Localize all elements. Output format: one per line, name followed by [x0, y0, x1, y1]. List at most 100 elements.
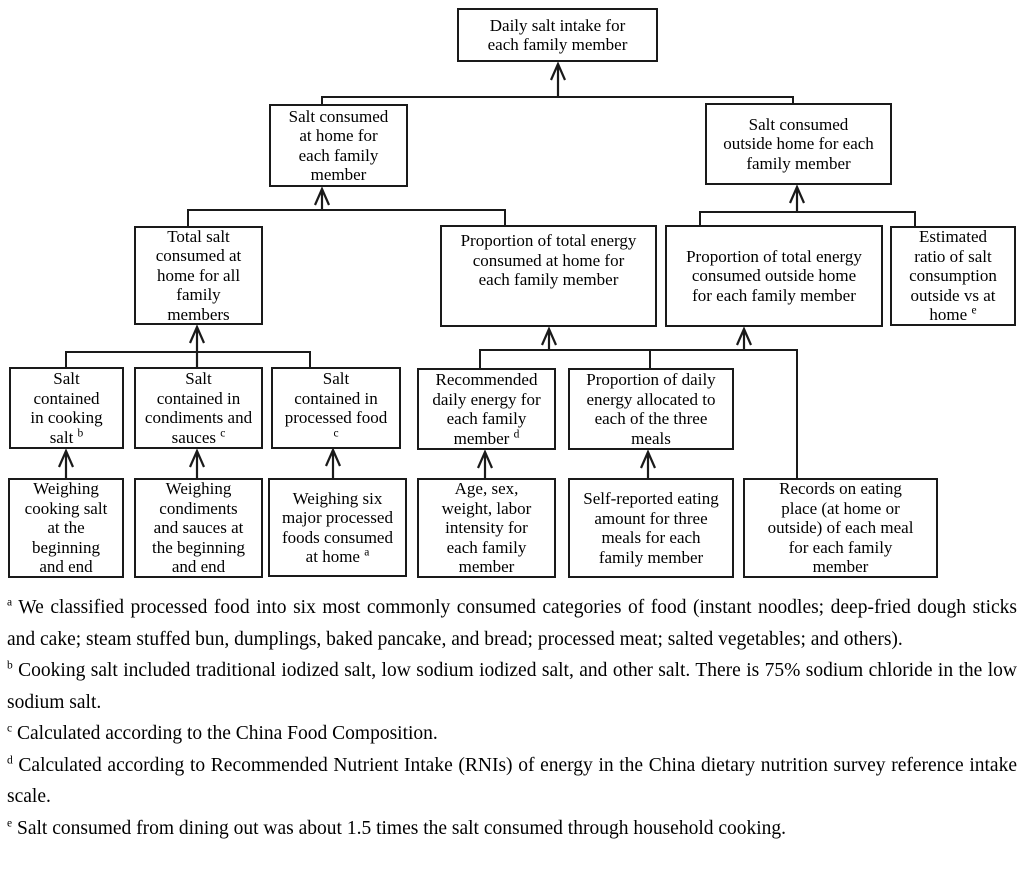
node-text-line: family member — [746, 153, 851, 173]
rail-level2-left — [187, 209, 506, 226]
footnote-d: d Calculated according to Recommended Nu… — [7, 750, 1017, 813]
node-text-line: processed food — [284, 408, 388, 427]
footnote-a-marker: a — [7, 596, 13, 609]
node-text-line: daily energy for — [432, 389, 541, 409]
node-text-line: Salt consumed — [288, 106, 389, 126]
node-text-line: contained in — [156, 388, 241, 408]
node-text-line: Proportion of total energy — [460, 231, 637, 250]
node-text-line: sauces c — [171, 426, 226, 447]
node-text-line: family member — [598, 547, 704, 567]
node-text-line: in cooking — [30, 408, 103, 427]
node-text-line: major processed — [282, 508, 393, 527]
node-text-line: Age, sex, — [454, 479, 519, 499]
node-text-line: and end — [171, 557, 226, 577]
node-text-line: ratio of salt — [914, 246, 992, 266]
arrow-to-outside-salt — [788, 184, 806, 212]
arrow-to-energy-home — [540, 326, 558, 350]
node-text-line: Salt — [322, 369, 350, 388]
node-text-line: the beginning — [151, 537, 245, 557]
arrow-to-three-meals — [639, 449, 657, 478]
node-text-line: Weighing — [33, 479, 99, 499]
arrow-to-processed-food — [324, 447, 342, 478]
node-text-line: Salt — [53, 369, 80, 388]
node-text-line: amount for three — [594, 508, 708, 528]
node-text-line: Proportion of daily — [586, 370, 716, 389]
node-text-line: place (at home or — [781, 498, 900, 518]
footnote-a-text: We classified processed food into six mo… — [7, 597, 1017, 650]
footnote-b-marker: b — [7, 659, 13, 672]
node-text-line: at home for — [299, 126, 378, 145]
node-text-line: weight, labor — [441, 498, 532, 518]
node-text-line: Self-reported eating — [583, 489, 719, 508]
node-text-line: contained — [33, 388, 100, 408]
footnote-e: e Salt consumed from dining out was abou… — [7, 813, 1017, 845]
footnote-c: c Calculated according to the China Food… — [7, 718, 1017, 750]
node-text-line: contained in — [294, 388, 378, 408]
node-text-line: for each family — [788, 537, 893, 557]
node-text-line: for each family member — [692, 285, 856, 305]
footnote-e-marker: e — [7, 817, 13, 829]
node-text-line: Estimated — [919, 227, 987, 247]
node-text-line: condiments and — [144, 408, 253, 427]
footnote-d-marker: d — [7, 754, 13, 766]
node-text-line: consumption — [909, 266, 997, 286]
node-text-line: Proportion of total energy — [686, 246, 862, 266]
node-text-line: member d — [453, 427, 520, 448]
node-text-line: foods consumed — [282, 527, 393, 547]
node-text-line: energy allocated to — [586, 389, 716, 409]
footnote-c-marker: c — [7, 722, 13, 735]
node-text-line: members — [167, 304, 230, 324]
rail-level2-right — [699, 211, 916, 226]
node-text-line: condiments — [159, 498, 238, 518]
arrows — [57, 61, 806, 478]
footnotes: a We classified processed food into six … — [7, 592, 1017, 844]
node-text-line: home e — [929, 304, 977, 325]
node-text-line: cooking salt — [24, 498, 108, 518]
node-text-line: intensity for — [445, 518, 528, 538]
node-text-line: each of the three — [594, 409, 708, 428]
node-text-line: and sauces at — [153, 518, 244, 538]
footnote-e-text: Salt consumed from dining out was about … — [16, 817, 787, 839]
footnote-b: b Cooking salt included traditional iodi… — [7, 655, 1017, 718]
node-text-line: Salt consumed — [748, 114, 849, 134]
node-text-line: outside vs at — [910, 285, 996, 305]
rail-level3-left — [65, 351, 311, 367]
node-text-line: c — [333, 426, 339, 439]
node-text-line: meals for each — [601, 528, 701, 547]
node-text-line: and end — [39, 557, 93, 577]
node-text-line: Records on eating — [779, 479, 902, 499]
arrow-to-total-salt — [188, 324, 206, 367]
node-text-line: each family — [298, 145, 379, 165]
node-text-line: meals — [631, 428, 671, 448]
node-text-line: beginning — [32, 537, 100, 557]
node-text-line: Total salt — [167, 226, 230, 246]
footnote-c-text: Calculated according to the China Food C… — [16, 723, 438, 744]
arrow-to-home-salt — [313, 186, 331, 210]
node-text-line: consumed at home for — [472, 250, 625, 270]
arrow-to-daily-intake — [549, 61, 567, 97]
arrow-to-energy-outside — [735, 326, 753, 350]
node-text-line: outside) of each meal — [767, 518, 914, 538]
node-text-line: home for all — [156, 265, 241, 285]
node-text-line: consumed at — [155, 246, 242, 266]
footnote-d-text: Calculated according to Recommended Nutr… — [7, 754, 1017, 808]
footnote-b-text: Cooking salt included traditional iodize… — [7, 660, 1017, 713]
